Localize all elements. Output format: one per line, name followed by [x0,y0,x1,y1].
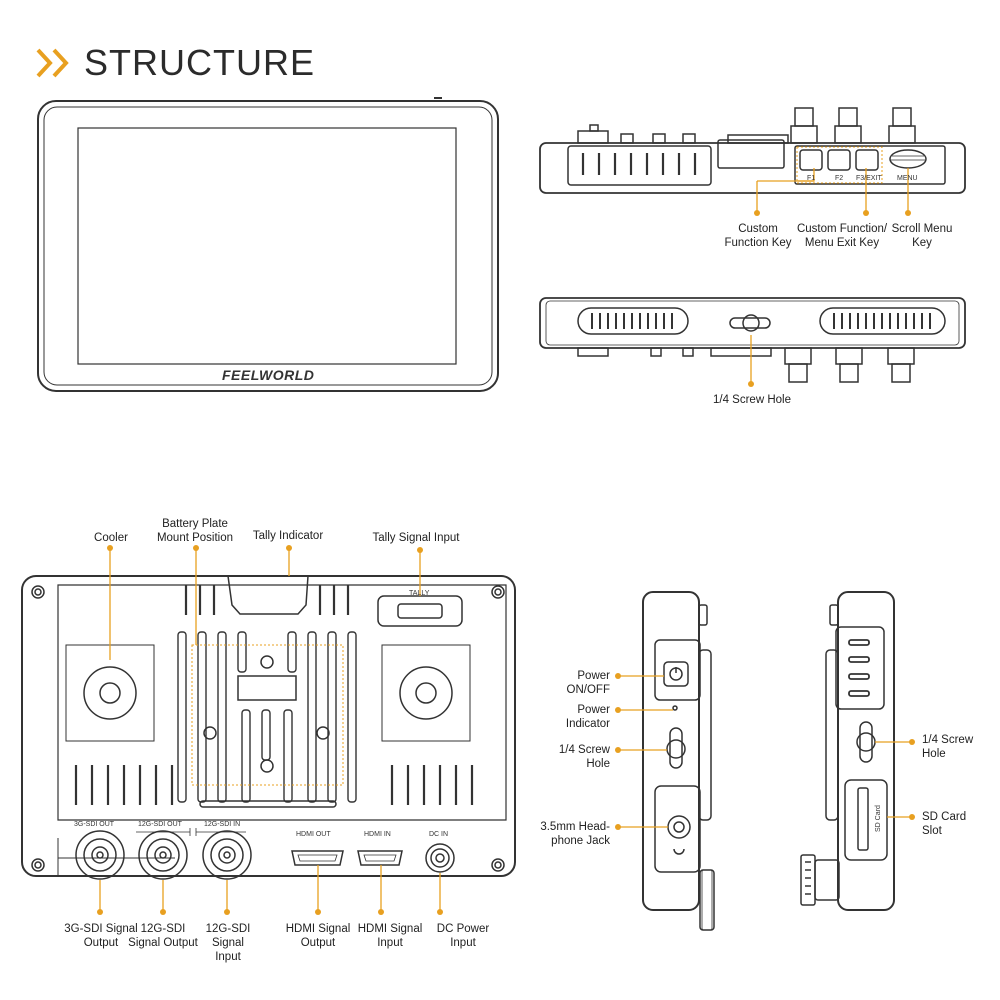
label-cooler: Cooler [94,532,128,544]
label-headphone-jack: 3.5mm Head- phone Jack [540,821,610,847]
port-dc-in: DC IN [429,831,448,838]
label-scroll-menu-key: Scroll Menu Key [891,223,953,249]
label-power-on-off: Power ON/OFF [566,670,610,696]
key-f1: F1 [807,175,815,182]
label-12g-sdi-output: 12G-SDI Signal Output [128,923,198,949]
label-tally-indicator: Tally Indicator [252,530,324,542]
port-hdmi-out: HDMI OUT [296,831,331,838]
label-hdmi-input: HDMI Signal Input [357,923,423,949]
sd-card-text: SD Card [875,805,882,832]
label-tally-signal-input: Tally Signal Input [372,532,460,544]
label-dc-power-input: DC Power Input [436,923,490,949]
label-right-screw-hole: 1/4 Screw Hole [922,734,974,760]
label-hdmi-output: HDMI Signal Output [285,923,351,949]
right-side-view [800,591,895,911]
tally-port-text: TALLY [409,590,430,597]
label-12g-sdi-input: 12G-SDI Signal Input [205,923,251,963]
label-custom-function-key: Custom Function Key [724,223,792,249]
label-bottom-screw-hole: 1/4 Screw Hole [713,394,791,406]
chevron-icon [36,48,69,78]
label-power-indicator: Power Indicator [565,704,610,730]
port-hdmi-in: HDMI IN [364,831,391,838]
bottom-view [539,297,966,383]
callout-lines [99,168,912,912]
key-f3-exit: F3/EXIT [856,175,882,182]
page-title: STRUCTURE [84,42,315,83]
left-side-view [642,591,715,931]
label-sd-card-slot: SD Card Slot [922,811,967,837]
port-12g-sdi-out: 12G-SDI OUT [138,821,183,828]
callout-dots [97,210,915,915]
port-3g-sdi-out: 3G-SDI OUT [74,821,115,828]
label-battery-plate: Battery Plate Mount Position [156,518,234,544]
front-view [37,97,499,392]
label-custom-function-exit-key: Custom Function/ Menu Exit Key [796,223,888,249]
label-3g-sdi-output: 3G-SDI Signal Output [64,923,138,949]
highlight-boxes [191,146,883,786]
port-12g-sdi-in: 12G-SDI IN [204,821,240,828]
label-left-screw-hole: 1/4 Screw Hole [558,744,610,770]
brand-logo: FEELWORLD [222,367,314,383]
back-view [21,575,516,880]
key-menu: MENU [897,175,918,182]
key-f2: F2 [835,175,843,182]
